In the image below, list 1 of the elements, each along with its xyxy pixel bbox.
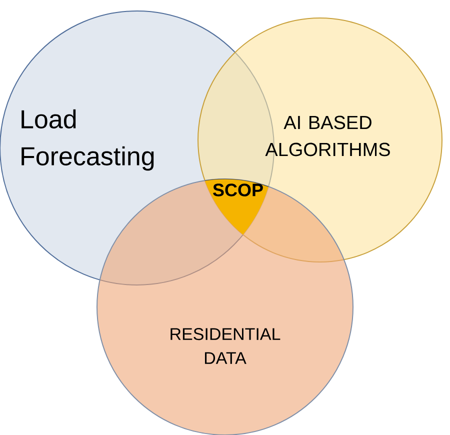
intersection-region: SCOP <box>213 184 263 196</box>
